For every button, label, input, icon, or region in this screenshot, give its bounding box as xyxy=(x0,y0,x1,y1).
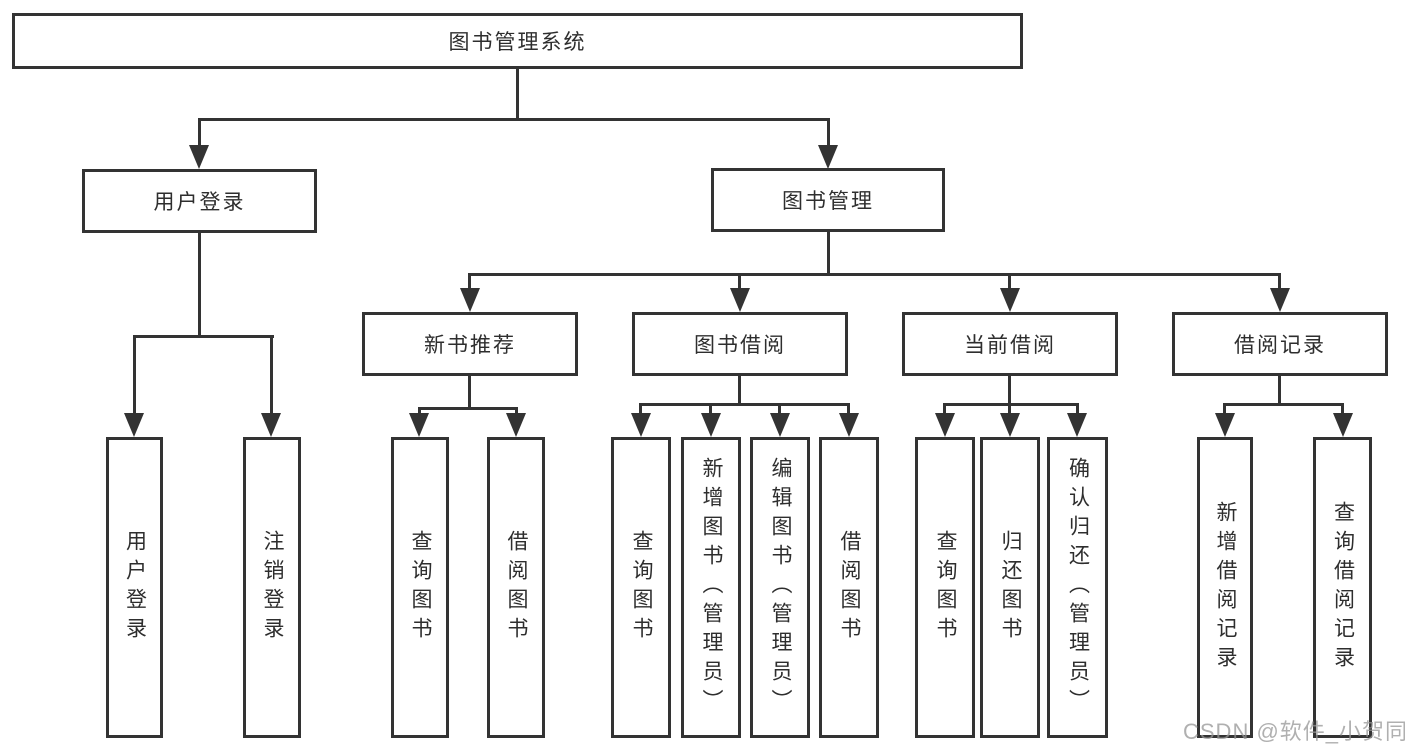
connector-line xyxy=(1076,403,1079,414)
leaf-add-books-admin-label: 新增图书（管理员） xyxy=(700,457,723,718)
connector-line xyxy=(516,69,519,118)
connector-line xyxy=(847,403,850,414)
node-new-book-recommend-box: 新书推荐 xyxy=(362,312,578,376)
arrow-down-icon xyxy=(261,413,281,437)
connector-line xyxy=(738,376,741,403)
node-book-management-box: 图书管理 xyxy=(711,168,945,232)
connector-line xyxy=(468,273,1281,276)
connector-line xyxy=(1341,403,1344,414)
leaf-borrow-books-box: 借阅图书 xyxy=(819,437,879,738)
connector-line xyxy=(198,118,201,145)
node-user-login-label: 用户登录 xyxy=(153,191,246,214)
connector-line xyxy=(1223,403,1226,414)
leaf-add-books-admin-box: 新增图书（管理员） xyxy=(681,437,741,738)
leaf-query-books-current-label: 查询图书 xyxy=(934,529,957,646)
leaf-query-books-recommend-label: 查询图书 xyxy=(409,529,432,646)
arrow-down-icon xyxy=(1000,288,1020,312)
connector-line xyxy=(943,403,1079,406)
connector-line xyxy=(1278,273,1281,288)
leaf-user-login-box: 用户登录 xyxy=(106,437,163,738)
connector-line xyxy=(778,403,781,414)
leaf-return-books-box: 归还图书 xyxy=(980,437,1040,738)
arrow-down-icon xyxy=(124,413,144,437)
connector-line xyxy=(639,403,850,406)
connector-line xyxy=(709,403,712,414)
connector-line xyxy=(738,273,741,288)
leaf-edit-books-admin-label: 编辑图书（管理员） xyxy=(769,457,792,718)
connector-line xyxy=(468,376,471,407)
leaf-query-books-recommend-box: 查询图书 xyxy=(391,437,449,738)
arrow-down-icon xyxy=(506,413,526,437)
leaf-query-books-borrow-label: 查询图书 xyxy=(630,529,653,646)
connector-line xyxy=(1008,376,1011,403)
connector-line xyxy=(1008,273,1011,288)
node-new-book-recommend-label: 新书推荐 xyxy=(424,334,516,357)
arrow-down-icon xyxy=(839,413,859,437)
leaf-add-borrow-record-label: 新增借阅记录 xyxy=(1214,500,1237,675)
arrow-down-icon xyxy=(730,288,750,312)
connector-line xyxy=(468,273,471,288)
arrow-down-icon xyxy=(770,413,790,437)
arrow-down-icon xyxy=(1215,413,1235,437)
connector-line xyxy=(1008,403,1011,414)
connector-line xyxy=(827,232,830,273)
arrow-down-icon xyxy=(1333,413,1353,437)
connector-line xyxy=(639,403,642,414)
arrow-down-icon xyxy=(189,145,209,169)
connector-line xyxy=(1223,403,1344,406)
csdn-watermark: CSDN @软件_小贺同学 xyxy=(1183,719,1405,744)
arrow-down-icon xyxy=(701,413,721,437)
node-borrow-records-box: 借阅记录 xyxy=(1172,312,1388,376)
leaf-query-borrow-record-box: 查询借阅记录 xyxy=(1313,437,1372,738)
leaf-return-books-label: 归还图书 xyxy=(999,529,1022,646)
arrow-down-icon xyxy=(818,145,838,169)
connector-line xyxy=(198,118,830,121)
leaf-confirm-return-admin-box: 确认归还（管理员） xyxy=(1047,437,1108,738)
connector-line xyxy=(270,335,273,413)
leaf-confirm-return-admin-label: 确认归还（管理员） xyxy=(1066,457,1090,718)
leaf-logout-box: 注销登录 xyxy=(243,437,301,738)
arrow-down-icon xyxy=(631,413,651,437)
leaf-query-borrow-record-label: 查询借阅记录 xyxy=(1331,500,1355,675)
node-current-borrow-box: 当前借阅 xyxy=(902,312,1118,376)
node-book-borrow-box: 图书借阅 xyxy=(632,312,848,376)
connector-line xyxy=(133,335,274,338)
connector-line xyxy=(515,407,518,415)
leaf-borrow-books-label: 借阅图书 xyxy=(838,529,861,646)
connector-line xyxy=(1278,376,1281,403)
arrow-down-icon xyxy=(1000,413,1020,437)
leaf-user-login-label: 用户登录 xyxy=(123,529,147,646)
arrow-down-icon xyxy=(1067,413,1087,437)
leaf-query-books-current-box: 查询图书 xyxy=(915,437,975,738)
node-current-borrow-label: 当前借阅 xyxy=(964,334,1056,357)
root-node-box: 图书管理系统 xyxy=(12,13,1023,69)
root-node-label: 图书管理系统 xyxy=(448,31,587,54)
leaf-borrow-books-recommend-label: 借阅图书 xyxy=(505,529,528,646)
node-book-management-label: 图书管理 xyxy=(782,190,874,213)
arrow-down-icon xyxy=(935,413,955,437)
node-borrow-records-label: 借阅记录 xyxy=(1234,334,1326,357)
arrow-down-icon xyxy=(1270,288,1290,312)
leaf-query-books-borrow-box: 查询图书 xyxy=(611,437,671,738)
connector-line xyxy=(418,407,421,415)
arrow-down-icon xyxy=(460,288,480,312)
leaf-logout-label: 注销登录 xyxy=(261,529,284,646)
leaf-borrow-books-recommend-box: 借阅图书 xyxy=(487,437,545,738)
connector-line xyxy=(827,118,830,145)
leaf-add-borrow-record-box: 新增借阅记录 xyxy=(1197,437,1253,738)
node-book-borrow-label: 图书借阅 xyxy=(694,334,786,357)
connector-line xyxy=(943,403,946,414)
connector-line xyxy=(198,233,201,335)
connector-line xyxy=(133,335,136,413)
connector-line xyxy=(418,407,518,410)
node-user-login-box: 用户登录 xyxy=(82,169,317,233)
leaf-edit-books-admin-box: 编辑图书（管理员） xyxy=(750,437,810,738)
arrow-down-icon xyxy=(409,413,429,437)
